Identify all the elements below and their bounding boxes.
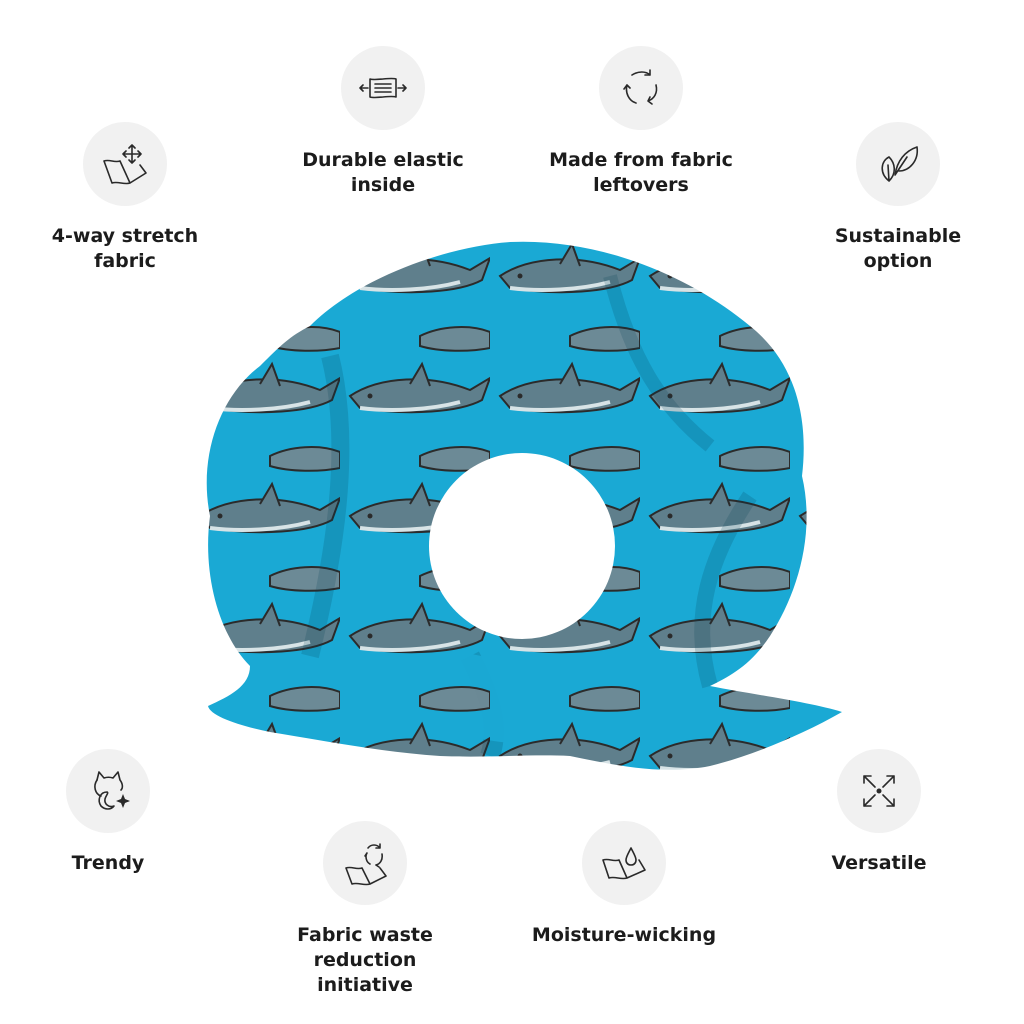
feature-moisture-wicking: Moisture-wicking: [504, 821, 744, 948]
feature-icon-circle: [83, 122, 167, 206]
feature-label: Sustainable option: [834, 225, 962, 272]
feature-label: 4-way stretch fabric: [51, 225, 199, 272]
feature-versatile: Versatile: [759, 749, 999, 876]
stretch-fabric-icon: [103, 144, 147, 185]
feature-icon-circle: [323, 821, 407, 905]
feature-label: Made from fabric leftovers: [549, 149, 733, 196]
feature-durable-elastic: Durable elastic inside: [263, 46, 503, 198]
recycle-arrows-icon: [623, 69, 658, 105]
feature-sustainable: Sustainable option: [778, 122, 1018, 274]
feature-icon-circle: [837, 749, 921, 833]
feature-fabric-leftovers: Made from fabric leftovers: [521, 46, 761, 198]
feature-icon-circle: [66, 749, 150, 833]
feature-fabric-waste-reduction: Fabric waste reduction initiative: [245, 821, 485, 998]
feature-trendy: Trendy: [0, 749, 228, 876]
feature-label: Versatile: [831, 852, 927, 874]
leaves-icon: [881, 146, 919, 182]
scrunchie-center-hole: [429, 453, 615, 639]
fabric-recycle-icon: [345, 843, 387, 886]
cat-sparkle-icon: [94, 771, 130, 810]
feature-label: Fabric waste reduction initiative: [297, 924, 433, 996]
feature-icon-circle: [582, 821, 666, 905]
feature-label: Durable elastic inside: [302, 149, 464, 196]
feature-icon-circle: [341, 46, 425, 130]
feature-icon-circle: [856, 122, 940, 206]
elastic-arrows-icon: [359, 77, 407, 99]
feature-label: Trendy: [71, 852, 145, 874]
feature-label: Moisture-wicking: [531, 924, 717, 946]
scrunchie-image: [206, 241, 842, 770]
feature-icon-circle: [599, 46, 683, 130]
expand-arrows-icon: [863, 775, 895, 807]
scrunchie-knot: [435, 636, 623, 745]
feature-4-way-stretch: 4-way stretch fabric: [5, 122, 245, 274]
water-drop-fabric-icon: [602, 847, 646, 880]
